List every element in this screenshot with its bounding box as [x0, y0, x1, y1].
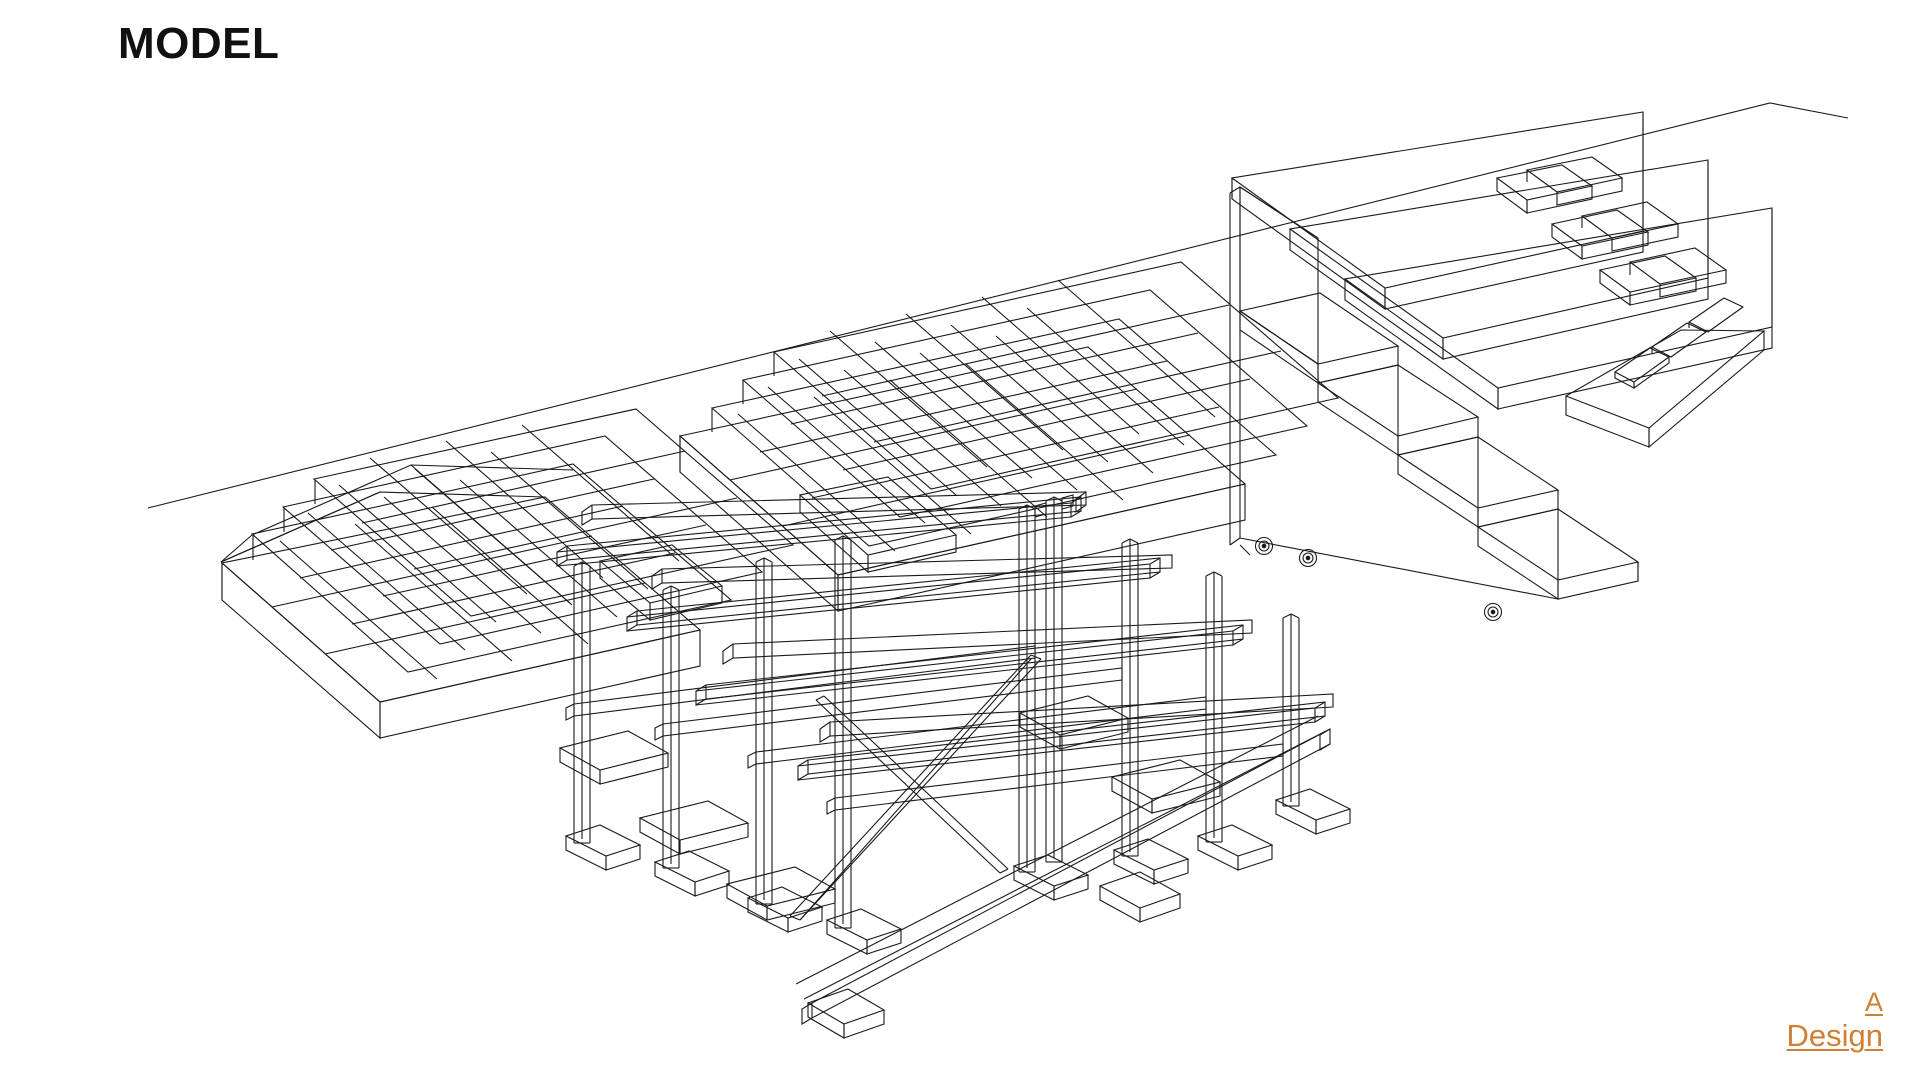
modular-block-steps-left: [220, 408, 795, 740]
caster-wheel-icon: [1254, 536, 1274, 556]
brand-logo[interactable]: A Design: [1787, 987, 1884, 1055]
page-title: MODEL: [118, 19, 280, 68]
scaffold-bench-frame: [556, 491, 1352, 1039]
brand-initial: A: [1864, 986, 1883, 1017]
caster-wheel-icon: [1298, 548, 1318, 568]
ground-line: [147, 102, 1849, 509]
caster-wheel-icon: [1483, 602, 1503, 622]
brand-name: Design: [1786, 1018, 1884, 1054]
tray-platform: [1564, 297, 1766, 449]
terraced-risers-right: [1230, 111, 1773, 411]
modular-block-steps-mid: [598, 261, 1340, 622]
mobile-stair-unit: [1229, 185, 1640, 622]
